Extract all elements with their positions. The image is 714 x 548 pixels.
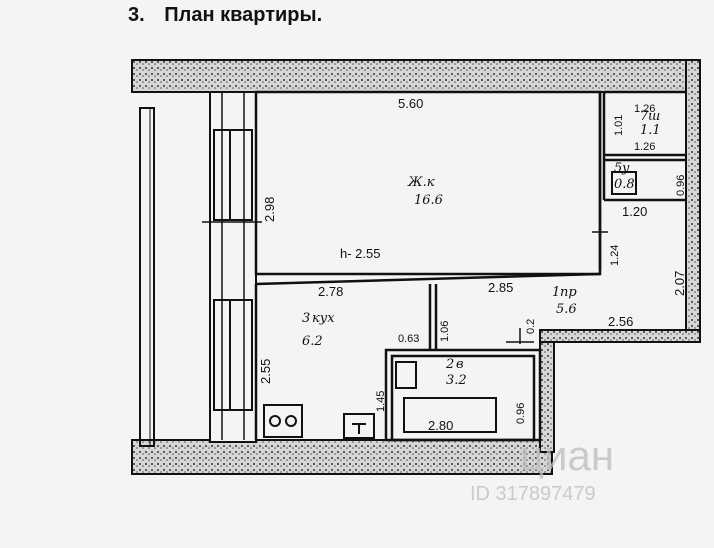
hall-prefix: 1 — [552, 285, 560, 300]
closet-area: 1.1 — [640, 123, 661, 138]
dim-kitchen-width: 2.78 — [318, 284, 343, 299]
wc-name: у — [621, 161, 630, 176]
dim-living-side: 2.98 — [262, 197, 277, 222]
dim-living-width: 5.60 — [398, 96, 423, 111]
toilet-icon — [611, 171, 637, 195]
stove-icon — [263, 404, 303, 438]
dim-ceiling-height: h- 2.55 — [340, 246, 380, 261]
living-room-area: 16.6 — [414, 193, 443, 208]
kitchen-name: кух — [312, 311, 335, 326]
stove-burner-icon — [285, 415, 297, 427]
watermark-brand: циан — [520, 432, 614, 479]
sink-icon — [343, 413, 375, 439]
wc-prefix: 5 — [614, 161, 622, 176]
hall-area: 5.6 — [556, 302, 577, 317]
interior-walls — [254, 90, 686, 442]
dim-kitchen-bottom: 1.45 — [375, 391, 387, 412]
dim-closet-w: 1.26 — [634, 103, 655, 115]
dim-hall-right: 2.56 — [608, 314, 633, 329]
outer-walls — [131, 59, 701, 475]
dim-closet-top: 1.01 — [613, 115, 625, 136]
bathroom-area: 3.2 — [446, 373, 467, 388]
dim-wc-width: 1.20 — [622, 204, 647, 219]
dim-wc-side: 0.96 — [675, 175, 687, 196]
closet-prefix: 7 — [640, 109, 649, 124]
dim-right-side: 2.07 — [672, 271, 687, 296]
dim-small-gap: 0.2 — [525, 319, 537, 334]
dim-hall-width: 2.85 — [488, 280, 513, 295]
hall-name: пр — [560, 285, 577, 300]
washbasin-icon — [395, 361, 417, 389]
kitchen-prefix: 3 — [302, 311, 310, 326]
bathtub-icon — [403, 397, 497, 433]
dim-closet-depth: 1.26 — [634, 141, 655, 153]
room-labels: Ж.к 16.6 3 кух 6.2 1 пр 5.6 2 в 3.2 5 у … — [302, 109, 661, 388]
page-heading: 3. План квартиры. — [128, 4, 322, 27]
heading-title: План квартиры. — [164, 4, 323, 26]
living-room-name: Ж.к — [407, 175, 435, 190]
dim-bath-width: 2.80 — [428, 418, 453, 433]
dim-bath-side: 0.96 — [515, 403, 527, 424]
wc-area: 0.8 — [614, 177, 635, 192]
watermark-id: ID 317897479 — [470, 483, 596, 505]
dim-kitchen-wall: 1.06 — [439, 321, 451, 342]
fixtures — [263, 171, 637, 439]
closet-name: ш — [648, 109, 660, 124]
kitchen-area: 6.2 — [302, 334, 323, 349]
heading-number: 3. — [128, 4, 145, 26]
bathroom-prefix: 2 — [445, 357, 454, 372]
dim-kitchen-side: 2.55 — [258, 359, 273, 384]
watermark: циан ID 317897479 — [470, 432, 614, 505]
dim-door-gap: 0.63 — [398, 333, 419, 345]
stove-burner-icon — [269, 415, 281, 427]
dimension-labels: 5.60 h- 2.55 2.98 2.78 2.55 2.85 2.56 2.… — [258, 96, 687, 433]
dim-corridor: 1.24 — [609, 245, 621, 266]
bathroom-name: в — [456, 357, 464, 372]
dimension-ticks — [202, 221, 608, 344]
